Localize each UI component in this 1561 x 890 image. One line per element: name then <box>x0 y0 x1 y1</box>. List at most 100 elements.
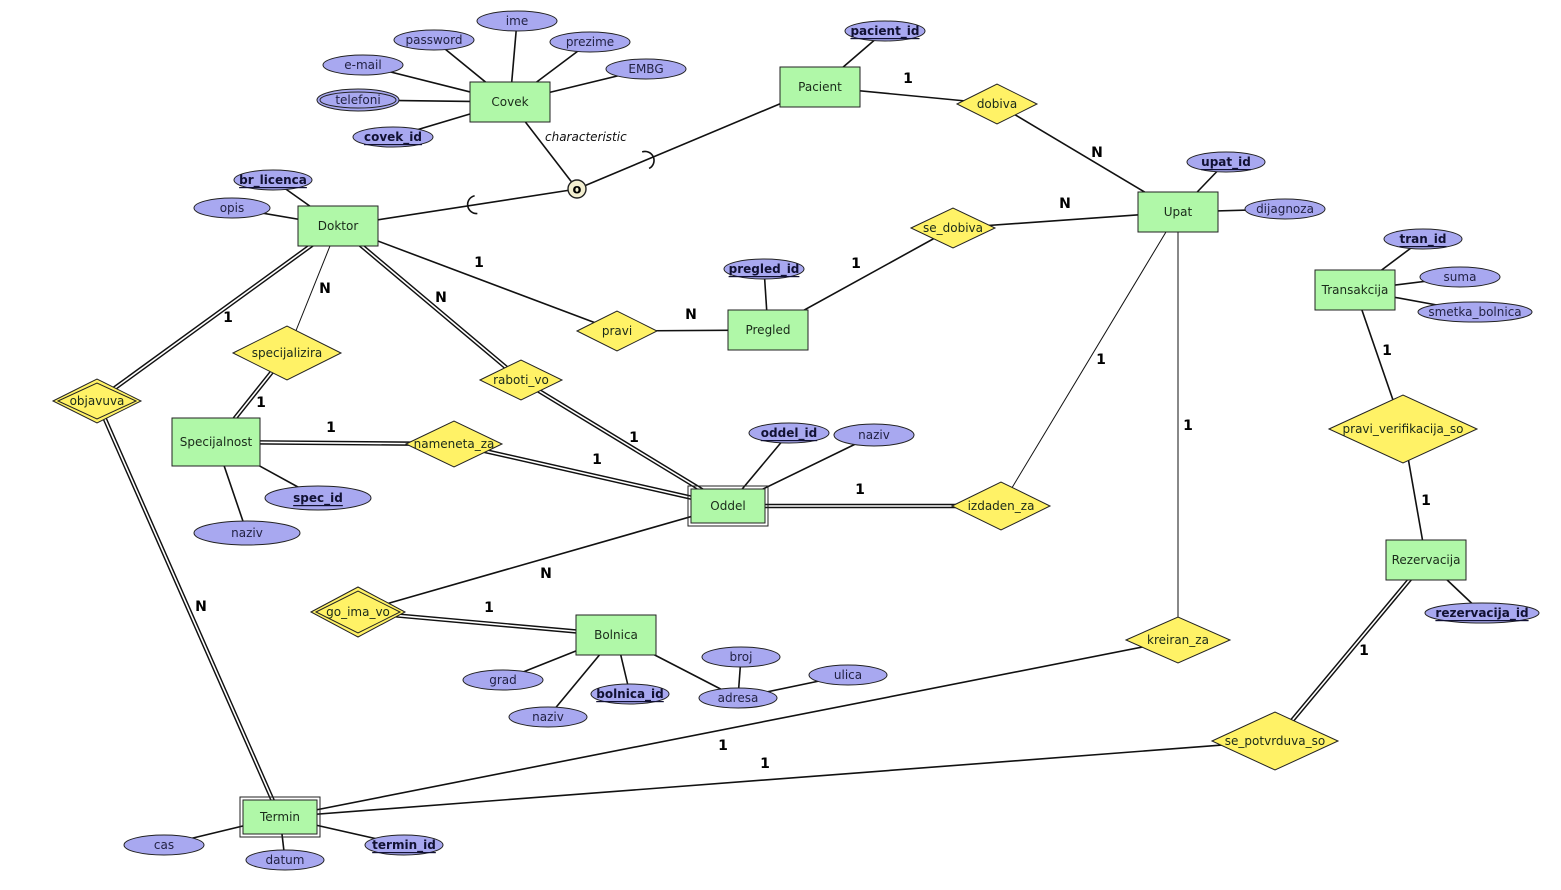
attribute-bolnica-grad[interactable]: grad <box>462 669 544 691</box>
link-Doktor-pravi-stroke <box>337 225 618 332</box>
entity-covek[interactable]: Covek <box>469 81 551 123</box>
attribute-ellipse <box>833 423 915 447</box>
entity-oddel[interactable]: Oddel <box>687 485 769 527</box>
attribute-tran-id[interactable]: tran_id <box>1383 228 1463 250</box>
attribute-tran-smetka[interactable]: smetka_bolnica <box>1417 301 1533 323</box>
attribute-bolnica-id[interactable]: bolnica_id <box>590 683 670 705</box>
entity-doktor[interactable]: Doktor <box>297 205 379 247</box>
relationship-dobiva[interactable]: dobiva <box>955 83 1039 125</box>
relationship-diamond <box>909 207 997 249</box>
link-se_potvrduva_so-Termin-stroke <box>279 740 1276 818</box>
attribute-pregled-id[interactable]: pregled_id <box>723 258 805 280</box>
specialization-node[interactable]: o <box>567 179 587 199</box>
attribute-termin-cas[interactable]: cas <box>123 834 205 856</box>
entity-transakcija[interactable]: Transakcija <box>1314 269 1396 311</box>
attribute-label: adresa <box>718 691 759 705</box>
relationship-kreiran-za[interactable]: kreiran_za <box>1124 616 1232 664</box>
attribute-covek-prezime[interactable]: prezime <box>549 31 631 53</box>
relationship-specijalizira[interactable]: specijalizira <box>231 325 343 381</box>
relationship-diamond <box>955 83 1039 125</box>
attribute-covek-telefoni[interactable]: telefoni <box>316 88 400 112</box>
relationship-raboti-vo[interactable]: raboti_vo <box>478 359 564 401</box>
entity-pacient[interactable]: Pacient <box>779 66 861 108</box>
relationship-se-potvrduva-so[interactable]: se_potvrduva_so <box>1210 711 1340 771</box>
attribute-ellipse <box>322 54 404 76</box>
entity-label: Pregled <box>745 323 790 337</box>
attribute-upat-dijagnoza[interactable]: dijagnoza <box>1244 198 1326 220</box>
relationship-nameneta-za[interactable]: nameneta_za <box>404 420 504 468</box>
attribute-covek-email[interactable]: e-mail <box>322 54 404 76</box>
relationship-diamond <box>404 420 504 468</box>
attribute-pacient-id[interactable]: pacient_id <box>844 20 926 42</box>
entity-box <box>469 81 551 123</box>
link-kreiran_za-Termin-stroke <box>279 639 1179 818</box>
entity-label: Covek <box>491 95 528 109</box>
attribute-termin-id[interactable]: termin_id <box>364 834 444 856</box>
entity-upat[interactable]: Upat <box>1137 191 1219 233</box>
cardinality-nameneta_za-oddel: 1 <box>592 452 602 468</box>
entity-bolnica[interactable]: Bolnica <box>575 614 657 656</box>
attribute-bolnica-adresa[interactable]: adresa <box>698 687 778 709</box>
relationship-label: izdaden_za <box>968 499 1035 513</box>
attribute-spec-naziv[interactable]: naziv <box>193 520 301 546</box>
link-Rezervacija-se_potvrduva_so-inner <box>1274 559 1427 742</box>
attribute-ellipse <box>264 485 372 511</box>
attribute-ellipse <box>549 31 631 53</box>
specialization-symbol: o <box>573 183 582 198</box>
cardinality-pravi-pregled: N <box>685 307 697 323</box>
link-objavuva-Termin <box>94 400 283 818</box>
attribute-adresa-ulica[interactable]: ulica <box>808 664 888 686</box>
entity-rezervacija[interactable]: Rezervacija <box>1385 539 1467 581</box>
cardinality-specijalizira-specijalnost: 1 <box>256 395 266 411</box>
entity-label: Specijalnost <box>180 435 253 449</box>
link-Oddel-go_ima_vo <box>357 505 729 613</box>
attribute-label: dijagnoza <box>1256 202 1314 216</box>
entity-termin[interactable]: Termin <box>239 796 321 838</box>
entity-specijalnost[interactable]: Specijalnost <box>171 417 261 467</box>
attribute-ellipse <box>1419 266 1501 288</box>
entity-box <box>297 205 379 247</box>
attribute-tran-suma[interactable]: suma <box>1419 266 1501 288</box>
attribute-ellipse <box>605 58 687 80</box>
attribute-adresa-broj[interactable]: broj <box>701 646 781 668</box>
relationship-label: specijalizira <box>252 346 322 360</box>
key-attribute-label: bolnica_id <box>596 687 664 702</box>
attribute-covek-password[interactable]: password <box>393 29 475 51</box>
attribute-upat-id[interactable]: upat_id <box>1186 151 1266 173</box>
attribute-spec-id[interactable]: spec_id <box>264 485 372 511</box>
attribute-covek-ime[interactable]: ime <box>476 10 558 32</box>
attribute-covek-id[interactable]: covek_id <box>352 126 434 148</box>
relationship-label: dobiva <box>977 97 1017 111</box>
entity-outer-border <box>239 796 321 838</box>
attribute-bolnica-naziv[interactable]: naziv <box>508 706 588 728</box>
relationship-se-dobiva[interactable]: se_dobiva <box>909 207 997 249</box>
relationship-pravi-verifikacija-so[interactable]: pravi_verifikacija_so <box>1327 394 1479 464</box>
link-raboti_vo-Oddel-inner <box>520 379 729 507</box>
link-Rezervacija-se_potvrduva_so <box>1273 558 1428 743</box>
attribute-oddel-naziv[interactable]: naziv <box>833 423 915 447</box>
attribute-oddel-id[interactable]: oddel_id <box>748 422 830 444</box>
link-nameneta_za-Oddel-inner <box>453 443 729 507</box>
attribute-doktor-opis[interactable]: opis <box>193 197 271 219</box>
relationship-pravi[interactable]: pravi <box>575 310 659 352</box>
attribute-rezervacija-id[interactable]: rezervacija_id <box>1424 602 1540 624</box>
relationship-objavuva[interactable]: objavuva <box>51 378 143 424</box>
attribute-label: ime <box>506 14 528 28</box>
relationship-go-ima-vo[interactable]: go_ima_vo <box>309 586 407 638</box>
cardinality-objavuva-termin: N <box>195 599 207 615</box>
attribute-covek-embg[interactable]: EMBG <box>605 58 687 80</box>
attribute-ellipse <box>590 683 670 705</box>
relationship-label: raboti_vo <box>493 373 549 387</box>
cardinality-pravi_verifikacija_so-rezervacija: 1 <box>1421 493 1431 509</box>
entity-label: Pacient <box>798 80 842 94</box>
entity-pregled[interactable]: Pregled <box>727 309 809 351</box>
relationship-izdaden-za[interactable]: izdaden_za <box>950 481 1052 531</box>
attribute-br-licenca[interactable]: br_licenca <box>233 169 313 191</box>
key-attribute-label: pacient_id <box>850 24 919 39</box>
cardinality-go_ima_vo-bolnica: 1 <box>484 600 494 616</box>
cardinality-doktor-specijalizira: N <box>319 281 331 297</box>
key-attribute-label: br_licenca <box>239 173 307 188</box>
attribute-termin-datum[interactable]: datum <box>245 849 325 871</box>
